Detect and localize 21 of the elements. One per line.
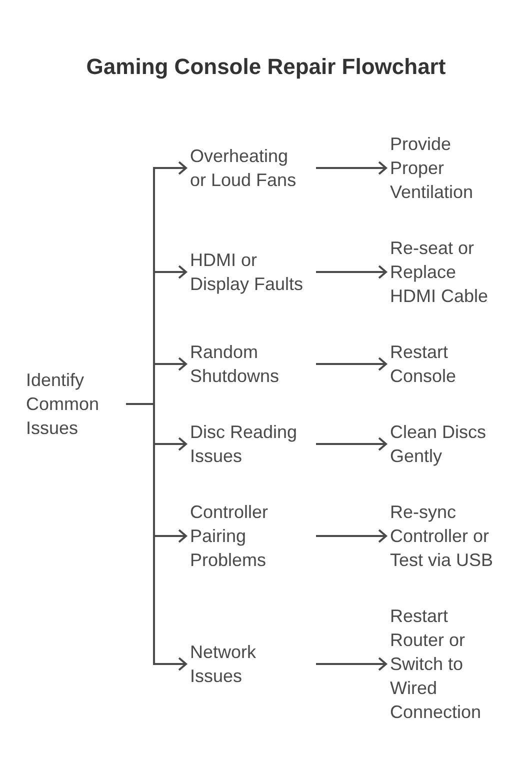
- root-topic-text: Identify Common Issues: [26, 368, 118, 440]
- issue-text: Disc Reading Issues: [190, 420, 308, 468]
- issue-text: Network Issues: [190, 640, 308, 688]
- branch-arrow: [126, 403, 187, 671]
- issue-text: Overheating or Loud Fans: [190, 144, 308, 192]
- arrow: [316, 357, 387, 371]
- issue-text: HDMI or Display Faults: [190, 248, 308, 296]
- arrow: [316, 529, 387, 543]
- solution-text: Provide Proper Ventilation: [390, 132, 502, 204]
- title: Gaming Console Repair Flowchart: [86, 53, 446, 81]
- issue-text: Random Shutdowns: [190, 340, 308, 388]
- arrow: [316, 161, 387, 175]
- issue-text: Controller Pairing Problems: [190, 500, 308, 572]
- arrow: [316, 265, 387, 279]
- arrow: [316, 437, 387, 451]
- solution-text: Restart Router or Switch to Wired Connection: [390, 604, 502, 724]
- solution-text: Re-seat or Replace HDMI Cable: [390, 236, 502, 308]
- solution-text: Re-sync Controller or Test via USB: [390, 500, 502, 572]
- solution-text: Clean Discs Gently: [390, 420, 502, 468]
- arrow: [316, 657, 387, 671]
- solution-text: Restart Console: [390, 340, 502, 388]
